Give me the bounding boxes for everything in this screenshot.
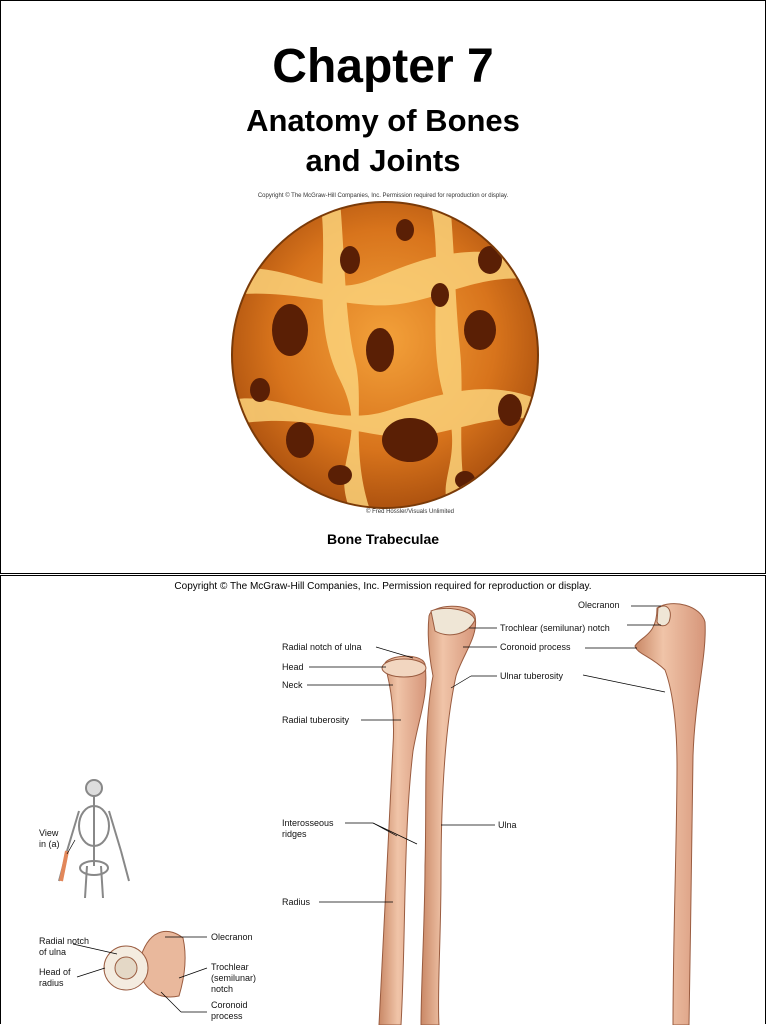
- inset-label-trochlear: Trochlear (semilunar) notch: [211, 962, 257, 994]
- label-head: Head: [282, 662, 304, 672]
- label-interosseous: Interosseous ridges: [282, 818, 334, 839]
- label-view-in-a: View in (a): [39, 828, 60, 849]
- label-radial-notch: Radial notch of ulna: [282, 642, 362, 652]
- label-trochlear-notch: Trochlear (semilunar) notch: [500, 623, 610, 633]
- copyright-notice-2: Copyright © The McGraw-Hill Companies, I…: [174, 581, 592, 592]
- radius-bone: [378, 655, 427, 1025]
- ulna-lateral-view: [634, 603, 706, 1025]
- label-radius: Radius: [282, 897, 311, 907]
- subtitle-line-2: and Joints: [305, 143, 461, 178]
- chapter-title: Chapter 7: [272, 40, 494, 93]
- radius-ulna-illustration: [58, 603, 706, 1025]
- label-neck: Neck: [282, 680, 303, 690]
- skeleton-thumbnail: [58, 779, 130, 899]
- label-radial-tuberosity: Radial tuberosity: [282, 715, 350, 725]
- label-ulnar-tuberosity: Ulnar tuberosity: [500, 671, 564, 681]
- inset-proximal-ulna: [103, 931, 186, 998]
- copyright-notice: Copyright © The McGraw-Hill Companies, I…: [257, 193, 509, 199]
- label-ulna: Ulna: [498, 820, 517, 830]
- inset-label-radial-notch: Radial notch of ulna: [39, 936, 90, 957]
- inset-label-olecranon: Olecranon: [211, 932, 253, 942]
- label-olecranon: Olecranon: [578, 600, 620, 610]
- bone-trabeculae-image: [231, 201, 539, 509]
- photo-credit: © Fred Hossler/Visuals Unlimited: [366, 509, 455, 515]
- chapter-subtitle: Anatomy of Bones and Joints: [1, 101, 765, 181]
- subtitle-line-1: Anatomy of Bones: [246, 103, 520, 138]
- ulna-bone: [420, 605, 477, 1025]
- label-coronoid-process: Coronoid process: [500, 642, 571, 652]
- inset-label-coronoid: Coronoid process: [211, 1000, 248, 1021]
- slide-radius-ulna: Copyright © The McGraw-Hill Companies, I…: [0, 575, 766, 1025]
- slide-chapter-title: Chapter 7 Anatomy of Bones and Joints Co…: [0, 0, 766, 574]
- inset-label-head-of-radius: Head of radius: [39, 967, 71, 988]
- image-caption: Bone Trabeculae: [326, 531, 440, 547]
